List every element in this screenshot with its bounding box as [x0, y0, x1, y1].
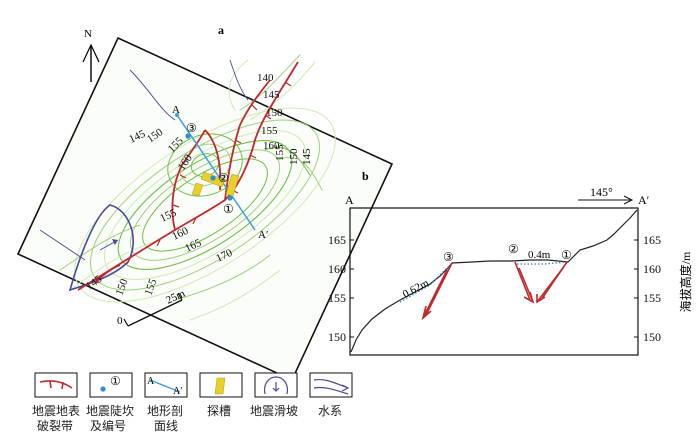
scarp-number-1: ①: [223, 202, 234, 216]
y-tick-left: 160: [328, 262, 346, 276]
legend-label-rupture-line2: 破裂带: [37, 418, 73, 433]
scarp-legend-number: ①: [110, 374, 121, 388]
profile-start-label: A: [345, 193, 354, 207]
azimuth-label: 145°: [590, 185, 613, 199]
contour-label: 150: [114, 277, 131, 297]
rupture-legend-icon: [39, 380, 73, 390]
contour-label: 155: [143, 277, 160, 297]
terrain-profile: [350, 209, 638, 353]
legend-item-rupture: 地震地表 破裂带: [32, 372, 80, 433]
y-tick-right: 150: [643, 330, 661, 344]
contour-label: 145: [301, 148, 313, 165]
scale-zero: 0: [117, 315, 123, 327]
north-arrow-icon: [82, 43, 100, 82]
y-tick-left: 165: [328, 233, 346, 247]
legend-label-section-line1: 地形剖: [147, 404, 183, 418]
profile-pit-3: ③: [443, 250, 454, 264]
profile-ticks: [350, 239, 638, 338]
legend-item-landslide: 地震滑坡: [250, 372, 298, 418]
legend-label-drainage: 水系: [318, 404, 342, 418]
map-frame: 140 145 150 155 160 155 150 145 145 150 …: [16, 36, 394, 382]
legend-label-scarp-line1: 地震陡坎: [86, 404, 134, 418]
contour-label: 150: [266, 107, 283, 119]
offset-label-right: 0.4m: [528, 249, 551, 261]
landslide-area: [68, 204, 134, 292]
contour-label: 160: [263, 140, 280, 152]
rupture-zone: [77, 61, 299, 291]
section-label-a: A: [172, 104, 180, 116]
legend-item-drainage: 水系: [309, 372, 353, 418]
legend-item-section: A A′ 地形剖 面线: [144, 372, 188, 433]
profile-faults: [421, 261, 568, 321]
scarp-points: [185, 133, 233, 201]
legend-label-rupture-line1: 地震地表: [32, 404, 80, 418]
legend: 地震地表 破裂带 ① 地震陡坎 及编号 A A′ 地形剖 面线 探槽: [32, 372, 353, 433]
section-label-a-prime: A′: [258, 229, 268, 241]
y-tick-left: 150: [328, 330, 346, 344]
trench-legend-icon: [214, 377, 226, 395]
offset-label-left: 0.62m: [401, 277, 432, 301]
landslide-legend-icon: [263, 376, 289, 395]
azimuth-arrow-icon: [578, 195, 634, 205]
legend-label-scarp-line2: 及编号: [90, 418, 126, 433]
contour-label: 140: [257, 72, 274, 84]
offset-dotted-left: [399, 262, 453, 303]
legend-label-section-line2: 面线: [154, 419, 178, 433]
offset-dotted-right: [517, 261, 566, 265]
contour-label: 150: [288, 148, 300, 165]
profile-pit-2: ②: [508, 242, 519, 256]
section-line: [175, 113, 256, 231]
y-tick-right: 165: [643, 233, 661, 247]
profile-pit-1: ①: [561, 248, 572, 262]
profile-panel: b A A′ 145° 165 160 155 150 165 160: [328, 169, 693, 356]
profile-end-label: A′: [638, 193, 650, 207]
contour-label: 155: [274, 144, 286, 161]
legend-label-trench: 探槽: [207, 404, 231, 418]
scarp-legend-icon: [100, 386, 106, 392]
scarp-number-2: ②: [218, 171, 229, 185]
drainage-legend-icon: [313, 378, 350, 395]
y-tick-left: 155: [328, 291, 346, 305]
scale-bar: [123, 292, 183, 327]
north-label: N: [84, 28, 92, 40]
y-tick-right: 160: [643, 262, 661, 276]
legend-label-landslide: 地震滑坡: [250, 404, 298, 418]
contour-label: 155: [261, 125, 278, 137]
right-axis-title: 海拔高度/m: [678, 251, 693, 312]
section-legend-a: A: [147, 376, 155, 387]
map-panel-label: a: [218, 23, 224, 37]
map-panel: a N: [16, 23, 394, 382]
rupture-ticks: [96, 81, 292, 284]
contour-label: 145: [263, 89, 280, 101]
scarp-number-3: ③: [186, 121, 197, 135]
legend-item-trench: 探槽: [199, 372, 243, 418]
y-tick-right: 155: [643, 291, 661, 305]
profile-panel-label: b: [362, 169, 369, 183]
legend-item-scarp: ① 地震陡坎 及编号: [86, 372, 134, 433]
section-legend-a-prime: A′: [173, 386, 182, 397]
section-legend-icon: [149, 379, 181, 393]
profile-frame: [349, 207, 639, 356]
